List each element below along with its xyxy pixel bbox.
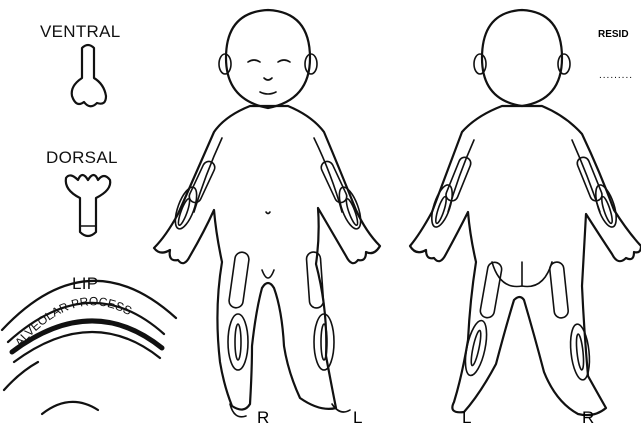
residence-label: RESID <box>598 29 629 40</box>
front-nose <box>264 78 272 80</box>
front-right-label: R <box>257 408 269 428</box>
back-ear-right <box>558 54 570 74</box>
back-body-outline <box>410 106 641 415</box>
front-left-label: L <box>353 408 362 428</box>
back-ear-left <box>474 54 486 74</box>
front-eye-right <box>248 60 260 62</box>
front-body-outline <box>154 106 380 410</box>
lip-label: LIP <box>72 274 98 294</box>
tongue-arc <box>42 402 98 414</box>
ventral-label: VENTRAL <box>40 22 121 42</box>
residence-dotted-line: ......... <box>599 70 633 81</box>
back-left-label: L <box>462 408 471 428</box>
palate-left <box>4 362 38 390</box>
dorsal-penis-icon <box>66 175 110 236</box>
ventral-penis-icon <box>72 45 106 106</box>
front-body <box>154 10 380 417</box>
back-head <box>482 10 562 106</box>
front-mouth <box>260 92 276 94</box>
front-eye-left <box>278 60 290 62</box>
back-right-label: R <box>582 408 594 428</box>
dorsal-label: DORSAL <box>46 148 118 168</box>
mouth-diagram: ALVEOLAR PROCESS <box>2 281 176 414</box>
